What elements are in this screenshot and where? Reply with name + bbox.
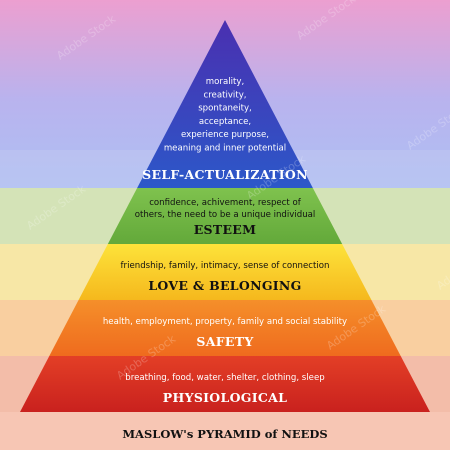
footer-title: MASLOW's PYRAMID of NEEDS xyxy=(122,427,327,441)
pyramid-level-safety xyxy=(49,300,401,356)
pyramid-level-esteem xyxy=(107,188,343,244)
pyramid-level-love-belonging xyxy=(78,244,372,300)
level-description-line: friendship, family, intimacy, sense of c… xyxy=(121,261,330,271)
level-label-safety: health, employment, property, family and… xyxy=(103,317,347,349)
pyramid-level-self-actualization xyxy=(137,20,313,188)
level-description-line: experience purpose, xyxy=(181,130,269,140)
level-description-line: spontaneity, xyxy=(198,104,252,114)
level-title: SELF-ACTUALIZATION xyxy=(142,167,308,182)
level-label-physiological: breathing, food, water, shelter, clothin… xyxy=(125,373,324,405)
level-title: LOVE & BELONGING xyxy=(148,278,301,293)
level-description-line: creativity, xyxy=(203,90,246,100)
level-title: PHYSIOLOGICAL xyxy=(163,390,287,405)
level-description-line: breathing, food, water, shelter, clothin… xyxy=(125,373,324,383)
level-description-line: health, employment, property, family and… xyxy=(103,317,347,327)
level-labels: morality, creativity, spontaneity, acceptan… xyxy=(103,77,347,405)
level-description-line: acceptance, xyxy=(199,117,251,127)
band-footer xyxy=(0,412,450,450)
level-description-line: meaning and inner potential xyxy=(164,144,286,154)
level-description-line: confidence, achivement, respect of xyxy=(149,198,302,208)
level-title: SAFETY xyxy=(196,334,254,349)
level-label-self-actualization: morality, creativity, spontaneity, acceptan… xyxy=(142,77,308,182)
level-label-love-belonging: friendship, family, intimacy, sense of c… xyxy=(121,261,330,293)
level-description-line: others, the need to be a unique individu… xyxy=(135,210,316,220)
pyramid xyxy=(20,20,430,412)
level-label-esteem: confidence, achivement, respect of others… xyxy=(135,198,316,237)
level-title: ESTEEM xyxy=(194,222,257,237)
pyramid-level-physiological xyxy=(20,356,430,412)
level-description-line: morality, xyxy=(206,77,244,87)
